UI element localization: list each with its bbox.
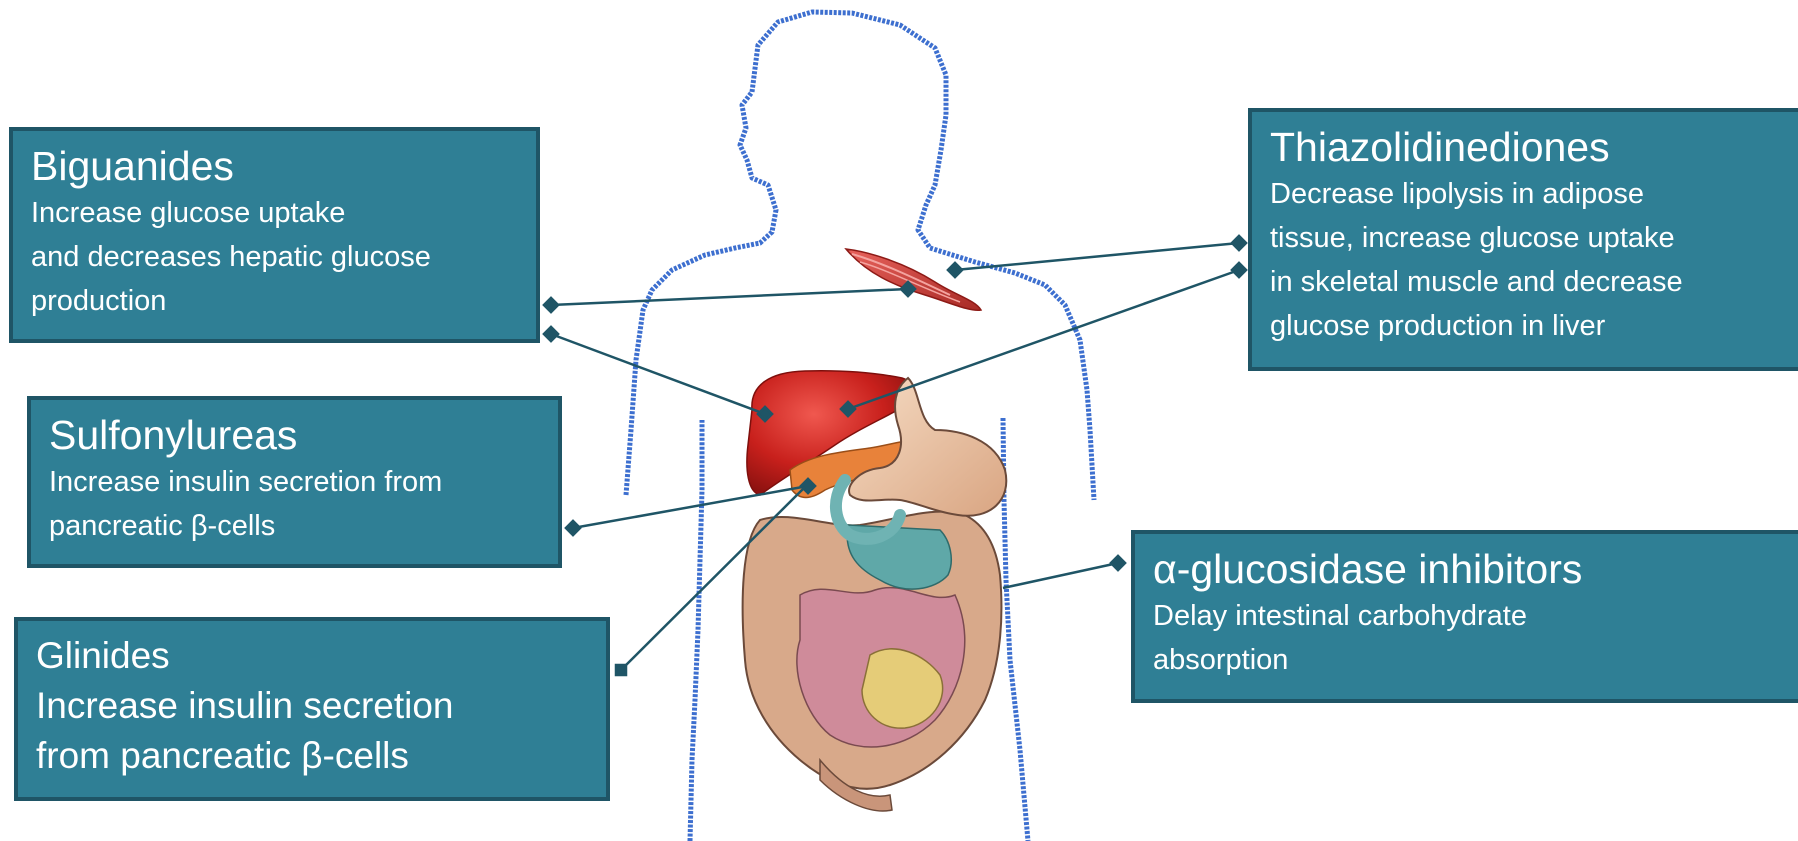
connector-alpha-glucosidase-intestine [1003, 563, 1118, 588]
alpha-glucosidase-inhibitors-box: α-glucosidase inhibitors Delay intestina… [1131, 530, 1798, 703]
thiazolidinediones-description: Decrease lipolysis in adipose tissue, in… [1270, 172, 1786, 348]
biguanides-line: production [31, 279, 518, 323]
biguanides-box: Biguanides Increase glucose uptake and d… [9, 127, 540, 343]
biguanides-description: Increase glucose uptake and decreases he… [31, 191, 518, 323]
thiazolidinediones-box: Thiazolidinediones Decrease lipolysis in… [1248, 108, 1798, 371]
alpha-glucosidase-line: absorption [1153, 638, 1789, 682]
biguanides-title: Biguanides [31, 141, 518, 191]
thiazolidinediones-title: Thiazolidinediones [1270, 122, 1786, 172]
sulfonylureas-description: Increase insulin secretion from pancreat… [49, 460, 540, 548]
glinides-line: from pancreatic β-cells [36, 731, 588, 781]
connector-biguanides-liver [551, 334, 765, 414]
intestines-illustration [743, 512, 1002, 811]
alpha-glucosidase-description: Delay intestinal carbohydrate absorption [1153, 594, 1789, 682]
thiazolidinediones-line: glucose production in liver [1270, 304, 1786, 348]
alpha-glucosidase-title: α-glucosidase inhibitors [1153, 544, 1789, 594]
sulfonylureas-line: Increase insulin secretion from [49, 460, 540, 504]
alpha-glucosidase-line: Delay intestinal carbohydrate [1153, 594, 1789, 638]
thiazolidinediones-line: tissue, increase glucose uptake [1270, 216, 1786, 260]
connector-biguanides-muscle [551, 289, 908, 305]
thiazolidinediones-line: Decrease lipolysis in adipose [1270, 172, 1786, 216]
sulfonylureas-box: Sulfonylureas Increase insulin secretion… [27, 396, 562, 568]
glinides-title: Glinides [36, 631, 588, 681]
sulfonylureas-line: pancreatic β-cells [49, 504, 540, 548]
glinides-description: Increase insulin secretion from pancreat… [36, 681, 588, 781]
sulfonylureas-title: Sulfonylureas [49, 410, 540, 460]
connector-thiazolidinediones-muscle [955, 243, 1239, 270]
thiazolidinediones-line: in skeletal muscle and decrease [1270, 260, 1786, 304]
biguanides-line: and decreases hepatic glucose [31, 235, 518, 279]
glinides-box: Glinides Increase insulin secretion from… [14, 617, 610, 801]
biguanides-line: Increase glucose uptake [31, 191, 518, 235]
glinides-line: Increase insulin secretion [36, 681, 588, 731]
